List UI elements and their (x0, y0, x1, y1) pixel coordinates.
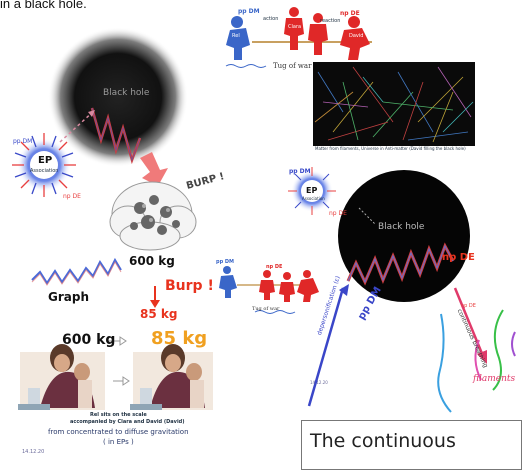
dashed-arrow (59, 109, 96, 143)
right-black-hole-label: Black hole (378, 222, 425, 232)
weight-85-label: 85 kg (140, 307, 178, 321)
pp-dm-label: pp DM (13, 138, 33, 145)
ep-label: EP (38, 155, 53, 166)
scale-caption-4: ( in EPs ) (103, 438, 134, 446)
blue-arrow (307, 287, 345, 407)
left-date: 14.12.20 (22, 449, 45, 455)
red-down-arrow (140, 152, 168, 186)
tug-action-tag: action (263, 16, 279, 22)
ep-sublabel: Association (30, 168, 59, 174)
tug-mid-name: Clara (288, 24, 302, 30)
tug-reaction-tag: reaction (320, 18, 341, 24)
filament-caption: Matter from filaments, Universe in Anti-… (315, 146, 466, 151)
scale-caption-3: from concentrated to diffuse gravitation (48, 428, 189, 436)
right-pp-dm-small: pp DM (289, 168, 311, 175)
right-ep-label: EP (306, 186, 318, 195)
tug-left-name: Rel (232, 33, 240, 39)
right-np-de-label: np DE (442, 252, 475, 263)
graph-label: Graph (48, 290, 89, 304)
scale-after-label: 85 kg (151, 328, 208, 349)
right-date: 14.12.20 (310, 380, 328, 385)
filament-image (313, 62, 475, 146)
right-ep-sublabel: Association (302, 196, 325, 201)
right-diagram (219, 167, 516, 413)
scale-arrow-top (106, 336, 127, 346)
scale-caption-2: accompanied by Clara and David (David) (70, 419, 185, 425)
filament-curves (437, 309, 516, 413)
ep-burst (12, 133, 76, 197)
caption-box: The continuous (301, 420, 522, 470)
right-np-de-small: np DE (329, 210, 347, 217)
tug-np-de: np DE (340, 10, 360, 17)
tug-right-name: David (349, 33, 364, 39)
black-hole (48, 27, 188, 167)
scale-caption-1: Rel sits on the scale (90, 412, 147, 418)
scale-before-label: 600 kg (62, 332, 116, 348)
weight-600-label: 600 kg (129, 254, 175, 268)
tug-right-np-de: np DE (266, 264, 283, 270)
left-diagram (12, 27, 213, 410)
scale-photos (18, 344, 213, 410)
tug-caption: Tug of war (273, 62, 312, 70)
graph-line (31, 257, 122, 285)
np-de-label: np DE (63, 193, 81, 200)
black-hole-label: Black hole (103, 88, 150, 98)
tug-of-war-right (219, 266, 319, 314)
intro-text-fragment: in a black hole. (0, 0, 87, 11)
caption-box-text: The continuous (310, 430, 456, 452)
filaments-label: filaments (473, 374, 516, 384)
black-hole-right (338, 170, 470, 302)
right-np-de-small2: np DE (461, 303, 476, 309)
burp-cloud (109, 181, 197, 251)
burp-label: Burp ! (165, 278, 214, 294)
ep-burst-right (288, 167, 336, 215)
scale-arrow-mid (113, 376, 130, 386)
tug-pp-dm: pp DM (238, 8, 260, 15)
tug-right-caption: Tug of war (252, 306, 280, 312)
tug-right-pp-dm: pp DM (216, 259, 235, 265)
tug-of-war-top (225, 7, 372, 70)
